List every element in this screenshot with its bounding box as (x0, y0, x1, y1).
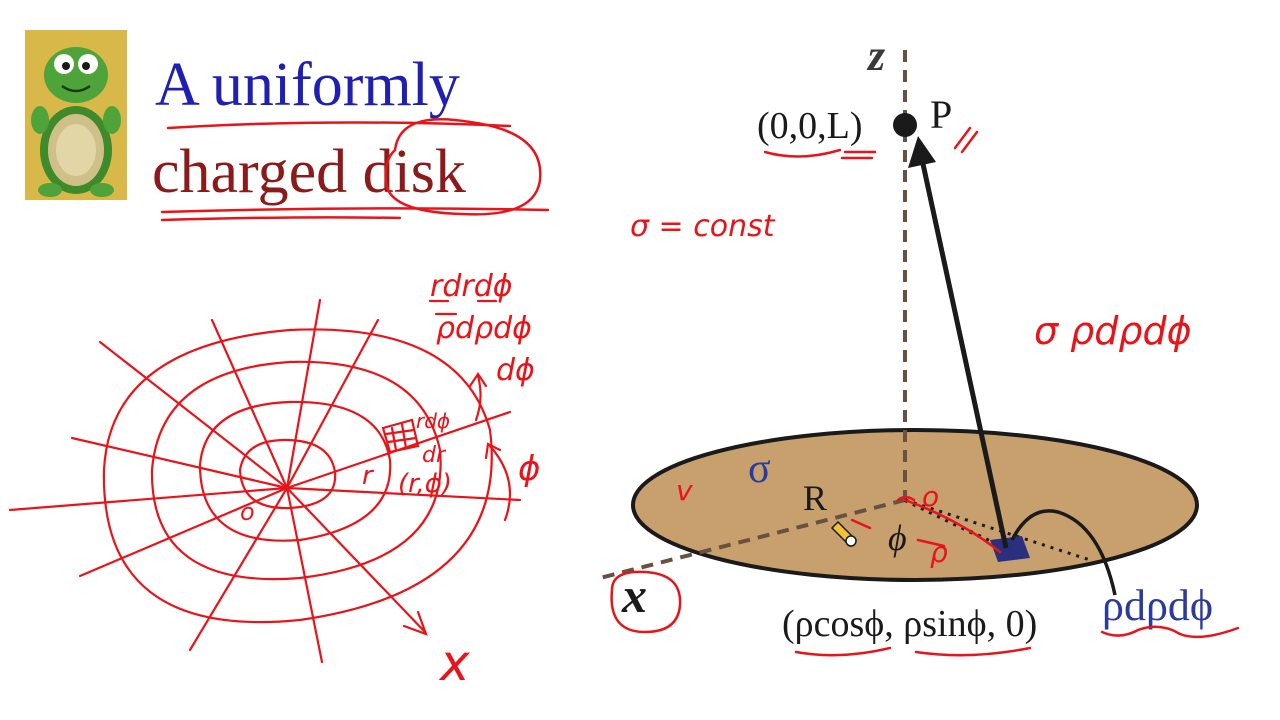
field-point-p (893, 113, 917, 137)
element-area-expression: ρdρdϕ (1102, 581, 1213, 630)
label-r-phi: (r,ϕ) (398, 469, 452, 499)
angle-phi-label: ϕ (888, 518, 907, 558)
x-axis-label: x (621, 567, 647, 623)
sigma-label: σ (748, 446, 771, 492)
leader-curve (1010, 509, 1117, 596)
point-p-label: P (930, 92, 952, 137)
rho-dotted-line (904, 498, 1009, 552)
label-dphi: dϕ (496, 353, 535, 388)
sigma-constant-note: σ = const (630, 209, 776, 244)
charge-element-note: σ ρdρdϕ (1034, 309, 1192, 353)
z-axis-label: z (866, 31, 885, 80)
point-p-coordinates: (0,0,L) (757, 105, 863, 147)
polar-coordinate-sketch (8, 298, 522, 664)
reference-dotted-line (904, 498, 1091, 562)
title-ink-marks (160, 118, 550, 222)
label-dr: dr (422, 443, 447, 468)
origin-mark-on-disk: o (922, 480, 939, 513)
polar-area-rhodrhodphi: ρdρdϕ (436, 311, 532, 346)
x-axis-line (599, 498, 906, 580)
label-rdphi: rdϕ (416, 409, 450, 433)
label-origin-sketch: o (240, 498, 255, 526)
title-line-1: A uniformly (155, 51, 460, 119)
diagram-ink-marks (763, 126, 1240, 657)
label-r: r (362, 461, 375, 491)
separation-vector-arrowhead (908, 136, 936, 168)
label-phi-sketch: ϕ (518, 449, 540, 489)
separation-vector-arrow (917, 149, 1009, 549)
title-line-2: charged disk (152, 138, 466, 206)
x-axis-ink-circle (610, 570, 682, 634)
rho-mark-on-disk: ρ (930, 536, 948, 569)
area-element-block (990, 536, 1030, 562)
radius-label: R (803, 478, 827, 518)
label-x-sketch: x (438, 634, 470, 692)
polar-area-rdrdphi: rdrdϕ (430, 269, 513, 304)
pencil-cursor-icon (830, 520, 858, 548)
element-coordinates: (ρcosϕ, ρsinϕ, 0) (782, 603, 1037, 645)
turtle-mascot-icon (25, 30, 127, 200)
v-mark-on-disk: v (676, 474, 693, 507)
